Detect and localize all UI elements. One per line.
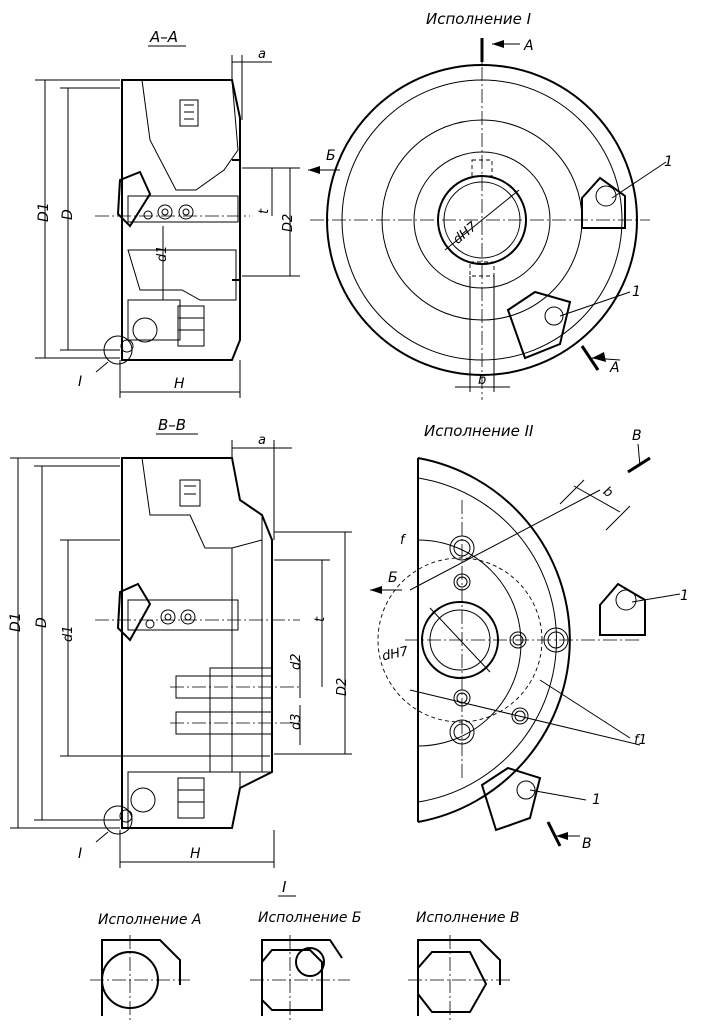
callout-1-top: 1 — [664, 154, 673, 170]
callout-1-right: 1 — [680, 588, 689, 604]
detail-variant-a-title: Исполнение А — [98, 912, 202, 928]
detail-variant-b-title: Исполнение Б — [258, 910, 362, 926]
dim-d1-top: d1 — [155, 245, 170, 262]
cut-b-cyr-top-label: Б — [326, 148, 336, 164]
dim-dh7-top: dH7 — [450, 219, 480, 248]
section-bb-view — [10, 440, 402, 868]
detail-variant-b — [250, 935, 350, 1020]
detail-variant-a — [90, 935, 190, 1020]
cut-a-bottom-label: A — [609, 360, 620, 376]
dim-d1-mid: d1 — [61, 625, 76, 642]
section-bb-title: B–B — [158, 416, 186, 434]
cut-b-cyr-mid-label: Б — [388, 570, 398, 586]
dim-f1: f1 — [634, 733, 647, 748]
cut-a-top-label: A — [523, 38, 534, 54]
dim-d2-big-mid: D2 — [335, 678, 350, 696]
dim-f: f — [400, 533, 407, 548]
dim-a-mid: a — [258, 433, 266, 448]
dim-d-top: D — [60, 209, 76, 220]
cut-v-bottom-label: B — [582, 836, 592, 852]
variant-2-view — [377, 443, 681, 847]
variant-1-title: Исполнение I — [426, 10, 532, 28]
dim-dh7-mid: dH7 — [381, 644, 411, 664]
detail-title: I — [282, 878, 287, 896]
detail-ref-mid: I — [78, 846, 82, 862]
detail-ref-top: I — [78, 374, 82, 390]
dim-d2-top: D2 — [281, 214, 296, 232]
callout-1-mid: 1 — [632, 284, 641, 300]
section-aa-view — [35, 55, 340, 398]
dim-d1-big-mid: D1 — [8, 612, 24, 632]
dim-a-top: a — [258, 47, 266, 62]
detail-variant-v — [408, 935, 510, 1020]
dim-d3-small: d3 — [289, 713, 304, 730]
cut-v-top-label: B — [632, 428, 642, 444]
dim-h-mid: H — [190, 846, 201, 862]
dim-d1-big-top: D1 — [36, 202, 52, 222]
dim-d-mid: D — [34, 617, 50, 628]
variant-1-view — [310, 38, 667, 400]
dim-t-mid: t — [313, 616, 328, 622]
callout-1-bottom: 1 — [592, 792, 601, 808]
section-aa-title: A–A — [149, 28, 178, 46]
detail-variant-v-title: Исполнение В — [416, 910, 520, 926]
variant-2-title: Исполнение II — [424, 422, 534, 440]
dim-h-top: H — [174, 376, 185, 392]
dim-d2-small: d2 — [289, 653, 304, 670]
dim-b-top: b — [478, 373, 486, 388]
dim-b-mid: b — [600, 484, 615, 501]
dim-t-top: t — [257, 208, 272, 214]
